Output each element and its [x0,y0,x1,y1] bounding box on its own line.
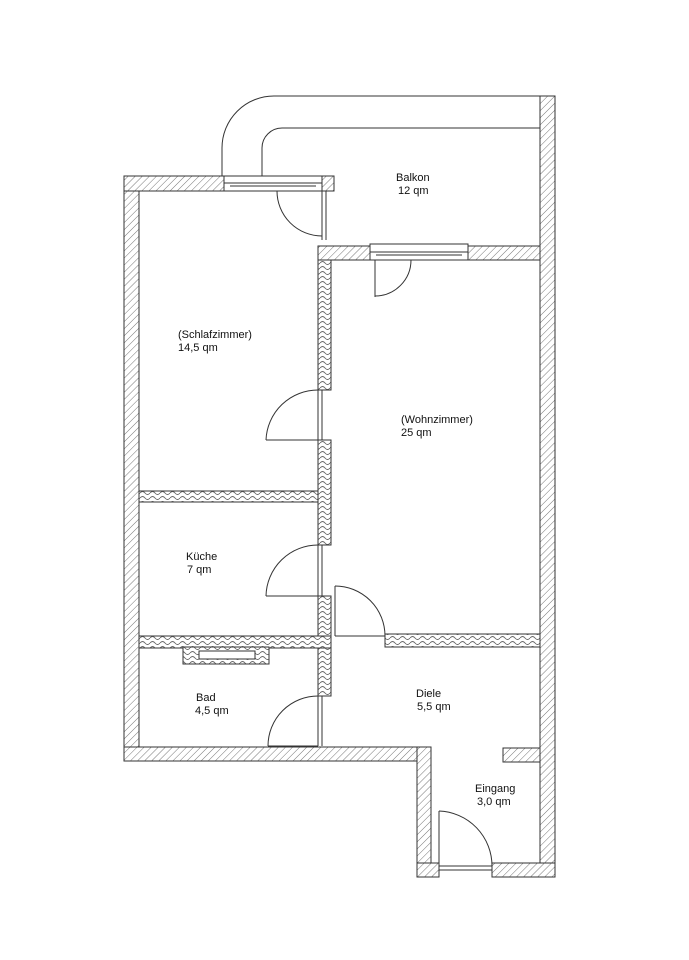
wall-left [123,175,140,762]
room-area-kueche: 7 qm [187,564,211,576]
door-living-balcony [374,259,412,297]
door-entrance [438,810,493,871]
wall-entry-left [416,746,432,878]
wall-inner-vertical-4 [317,645,332,697]
balcony [221,95,540,176]
wall-inner-vertical-1 [317,259,332,391]
door-bath [267,695,323,747]
door-balcony [276,190,327,240]
balcony-inner-curve [261,127,540,176]
wall-living-top-right [467,245,541,261]
wall-entry-bottom-left [416,862,440,878]
wall-entry-stub [502,747,541,763]
room-area-schlafzimmer: 14,5 qm [178,342,218,354]
exterior-walls [123,95,556,878]
wall-top-bedroom-right [321,175,335,192]
room-area-bad: 4,5 qm [195,705,229,717]
room-name-eingang: Eingang [475,783,515,795]
room-name-schlafzimmer: (Schlafzimmer) [178,329,252,341]
wall-entry-bottom-right [491,862,556,878]
room-area-eingang: 3,0 qm [477,796,511,808]
room-area-balkon: 12 qm [398,185,429,197]
wall-living-top-left [317,245,371,261]
room-name-bad: Bad [196,692,216,704]
wall-inner-vertical-2 [317,439,332,546]
room-name-kueche: Küche [186,551,217,563]
wall-kitchen-bath [138,635,332,649]
wall-right [539,95,556,878]
interior-walls [138,259,541,697]
doors [265,190,493,871]
door-kitchen [265,544,323,597]
room-labels: Balkon 12 qm (Schlafzimmer) 14,5 qm (Woh… [178,172,515,808]
wall-living-hall [384,633,541,648]
door-living [334,585,386,637]
bath-shaft-inner [198,650,256,660]
room-name-wohnzimmer: (Wohnzimmer) [401,414,473,426]
wall-bedroom-kitchen [138,490,319,503]
room-name-diele: Diele [416,688,441,700]
room-name-balkon: Balkon [396,172,430,184]
room-area-diele: 5,5 qm [417,701,451,713]
window-frames [223,175,469,261]
wall-bottom-left [123,746,432,762]
room-area-wohnzimmer: 25 qm [401,427,432,439]
wall-top-bedroom [123,175,225,192]
balcony-outer-curve [221,95,540,176]
door-bedroom [265,389,323,441]
